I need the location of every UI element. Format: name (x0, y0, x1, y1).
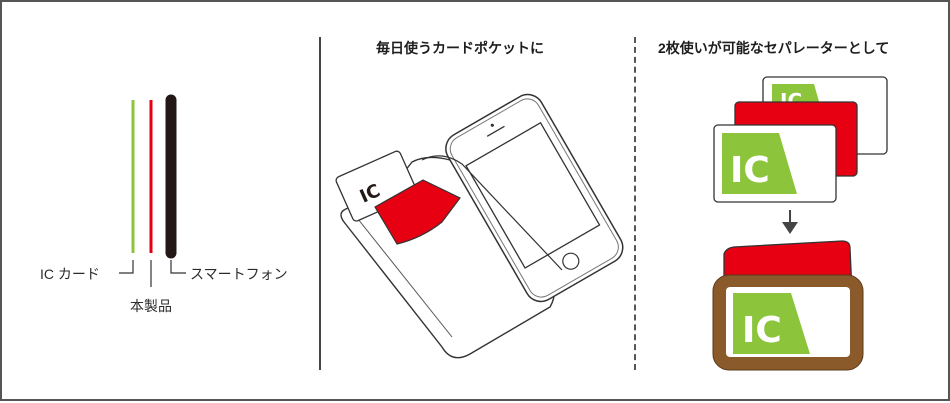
front-card-ic-text: IC (730, 150, 770, 191)
smartphone-leader-line (170, 260, 186, 274)
smartphone-label: スマートフォン (190, 266, 288, 282)
panel-divider-left (319, 37, 321, 370)
down-arrow-icon (782, 210, 798, 234)
window-card-green-chip (733, 293, 810, 354)
smartphone (445, 93, 624, 303)
phone-home-button (562, 252, 580, 270)
ic-card-leader-line (119, 260, 134, 274)
red-card-pocket (374, 179, 461, 245)
case-flap-inner-edge (353, 213, 453, 338)
card-pocket-title: 毎日使うカードポケットに (376, 40, 544, 56)
panel-divider-right (634, 37, 636, 370)
ic-card-label: IC カード (40, 266, 100, 282)
case-spine (421, 155, 563, 271)
phone-screen (465, 121, 601, 269)
window-card-ic-text: IC (742, 310, 782, 351)
separator-title: 2枚使いが可能なセパレーターとして (658, 40, 890, 56)
product-label: 本製品 (130, 298, 172, 314)
front-card-green-chip (722, 133, 797, 194)
